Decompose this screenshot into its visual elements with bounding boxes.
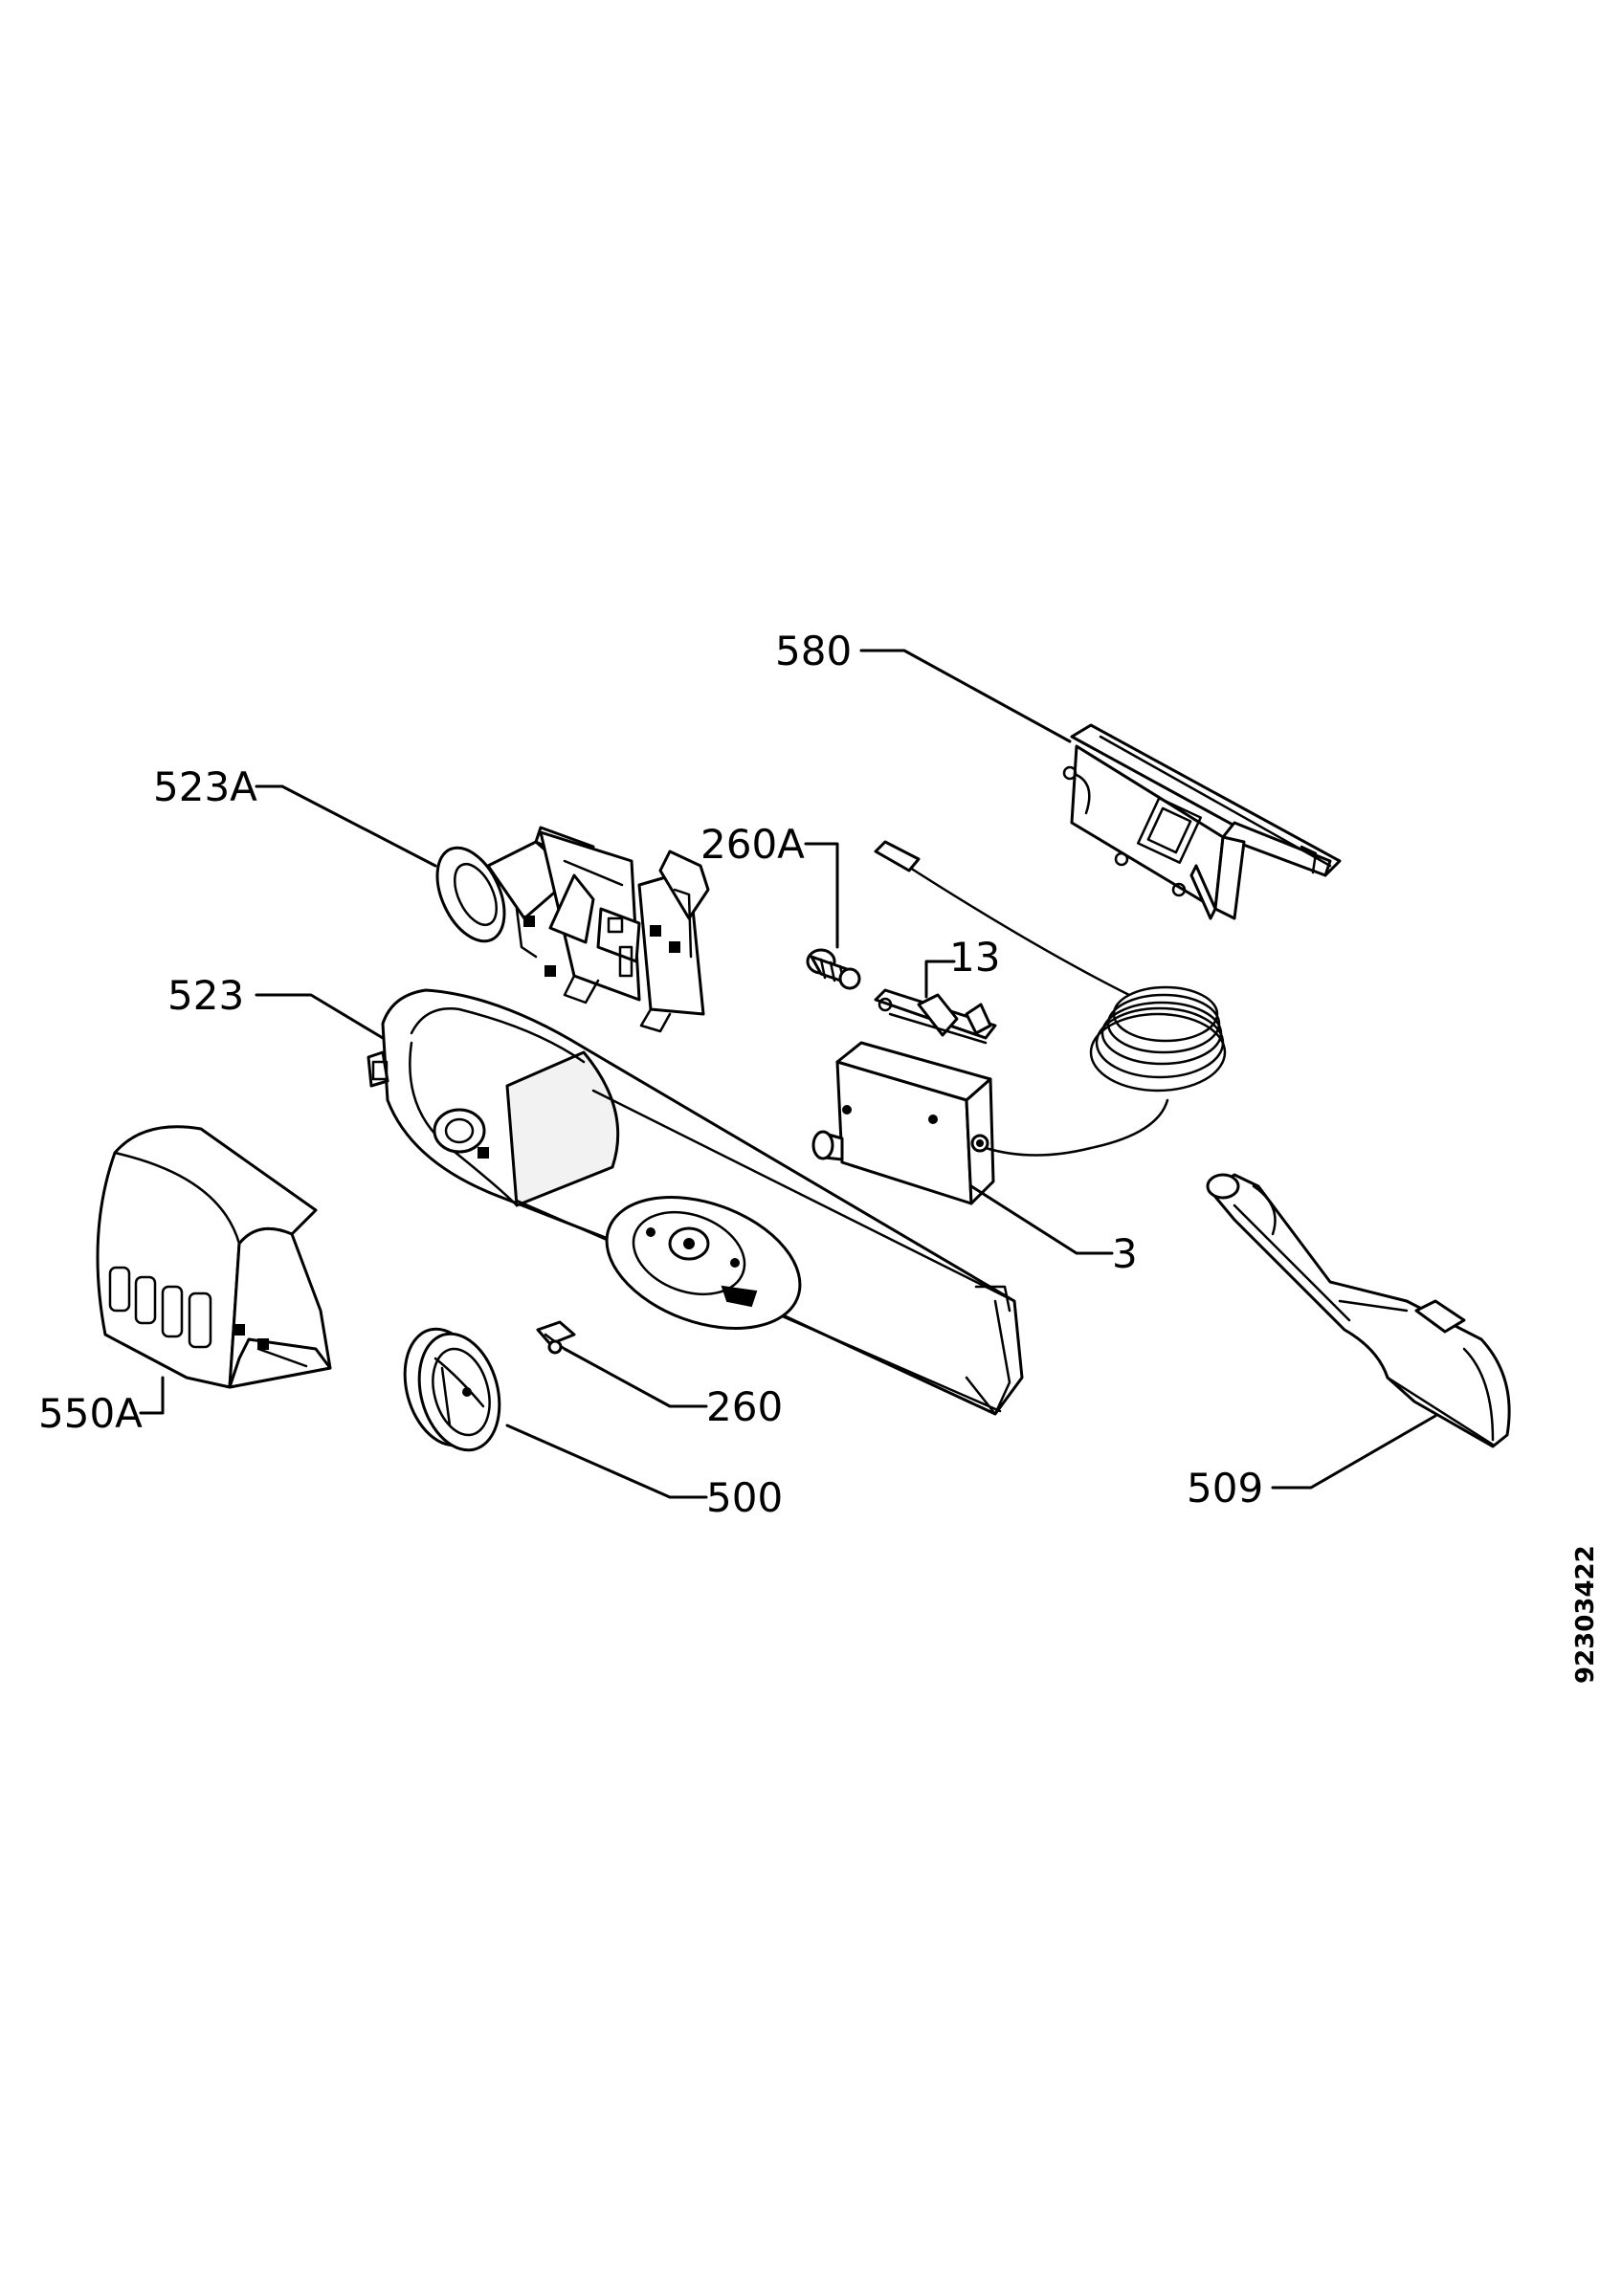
part-13-clip: [874, 988, 997, 1045]
callout-260: 260: [706, 1383, 783, 1430]
part-3-thermostat: [811, 840, 1227, 1205]
part-500-knob: [403, 1327, 501, 1452]
part-260A-spring: [806, 948, 861, 990]
callout-523A: 523A: [153, 763, 257, 810]
part-509-lever: [1206, 1173, 1511, 1448]
part-550A-cover: [96, 1125, 332, 1389]
part-523-control-housing: [367, 988, 1024, 1416]
part-580-rail-bracket: [1062, 723, 1342, 920]
callout-500: 500: [706, 1474, 783, 1521]
document-number: 92303422: [1571, 1545, 1600, 1684]
part-523A-switch-assembly: [435, 826, 710, 1033]
callout-509: 509: [1187, 1465, 1263, 1512]
callout-3: 3: [1112, 1230, 1138, 1277]
callout-260A: 260A: [700, 821, 805, 868]
leader-lines: [139, 649, 1437, 1499]
callout-580: 580: [775, 628, 852, 674]
callout-13: 13: [949, 934, 1000, 981]
callout-labels: 580 523A 260A 13 523 3 550A 260 500 509: [38, 628, 1263, 1521]
callout-523: 523: [167, 972, 244, 1019]
callout-550A: 550A: [38, 1390, 143, 1437]
part-260-pin: [536, 1320, 576, 1355]
